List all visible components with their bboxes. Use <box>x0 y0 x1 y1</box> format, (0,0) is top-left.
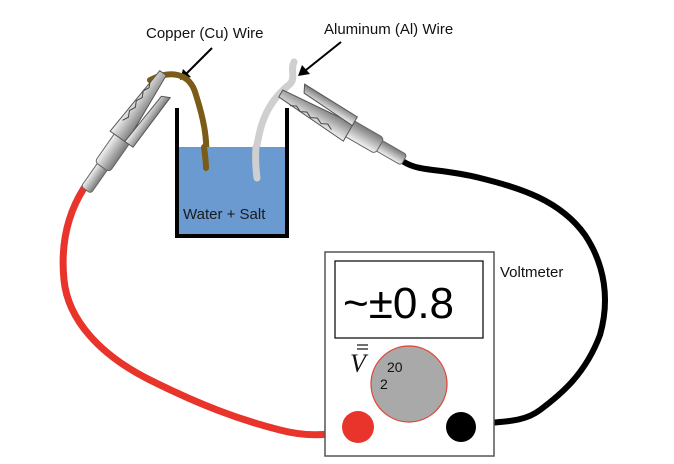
beaker: Water + Salt <box>175 108 289 238</box>
voltmeter: ~±0.8 V 20 2 <box>324 251 495 457</box>
black-terminal[interactable] <box>446 412 476 442</box>
salt-water <box>178 147 286 235</box>
dial-range-2: 2 <box>380 376 388 392</box>
display-reading: ~±0.8 <box>343 279 454 328</box>
dial-range-20: 20 <box>387 359 403 375</box>
mode-symbol: V <box>350 349 369 378</box>
aluminum-arrow-icon <box>298 41 342 76</box>
left-alligator-clip-icon <box>81 70 172 193</box>
black-lead-wire <box>401 159 608 429</box>
voltmeter-label: Voltmeter <box>500 264 563 281</box>
red-terminal[interactable] <box>342 411 374 443</box>
dc-voltage-mode-icon: V <box>350 344 369 378</box>
right-alligator-clip-icon <box>278 83 407 165</box>
red-lead-wire <box>59 184 360 439</box>
copper-wire-label: Copper (Cu) Wire <box>146 25 264 42</box>
aluminum-wire-label: Aluminum (Al) Wire <box>324 21 453 38</box>
solution-label: Water + Salt <box>183 206 266 223</box>
voltmeter-display <box>334 260 484 339</box>
copper-wire <box>147 71 210 171</box>
range-dial[interactable] <box>370 345 448 423</box>
